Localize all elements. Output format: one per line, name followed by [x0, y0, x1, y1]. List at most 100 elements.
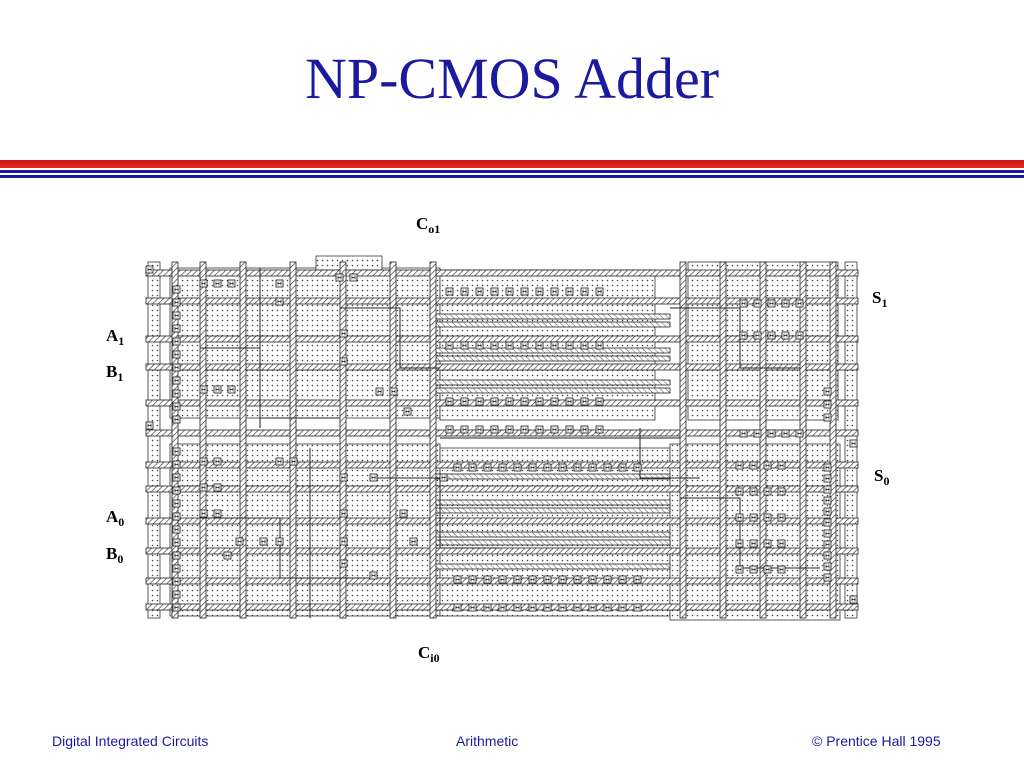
contact — [735, 513, 744, 522]
contact — [823, 387, 832, 396]
contact — [199, 385, 208, 394]
contact — [453, 575, 462, 584]
contact — [483, 603, 492, 612]
metal-rail — [145, 363, 859, 371]
contact — [172, 564, 181, 573]
contact — [445, 287, 454, 296]
metal-strap — [199, 261, 207, 619]
contact — [777, 539, 786, 548]
contact — [445, 425, 454, 434]
contact — [172, 447, 181, 456]
contact — [781, 331, 790, 340]
contact — [227, 279, 236, 288]
contact — [172, 512, 181, 521]
contact — [535, 397, 544, 406]
contact — [172, 486, 181, 495]
contact — [633, 603, 642, 612]
contact — [339, 329, 348, 338]
metal-strap — [679, 261, 687, 619]
contact — [468, 575, 477, 584]
contact — [199, 279, 208, 288]
contact — [580, 287, 589, 296]
contact — [172, 311, 181, 320]
contact — [505, 397, 514, 406]
contact — [172, 402, 181, 411]
contact — [565, 397, 574, 406]
contact — [633, 575, 642, 584]
contact — [275, 297, 284, 306]
contact — [172, 603, 181, 612]
poly-wire — [200, 517, 370, 579]
contact — [339, 559, 348, 568]
contact — [603, 575, 612, 584]
contact — [213, 483, 222, 492]
contact — [735, 461, 744, 470]
contact — [468, 463, 477, 472]
contact — [227, 385, 236, 394]
contact — [460, 397, 469, 406]
contact — [513, 603, 522, 612]
contact — [588, 603, 597, 612]
adder-layout-diagram — [145, 255, 859, 621]
contact — [172, 577, 181, 586]
contact — [520, 287, 529, 296]
metal-strap — [289, 261, 297, 619]
contact — [460, 287, 469, 296]
contact — [172, 363, 181, 372]
contact — [483, 463, 492, 472]
metal-rail — [145, 429, 859, 437]
contact — [550, 425, 559, 434]
contact — [439, 473, 448, 482]
metal-bus — [429, 507, 671, 514]
contact — [235, 537, 244, 546]
diffusion-strip — [147, 261, 161, 619]
contact — [289, 457, 298, 466]
contact — [490, 397, 499, 406]
contact — [172, 415, 181, 424]
pin-label-ci0: Ci0 — [418, 643, 440, 665]
pin-label-s0: S0 — [874, 466, 890, 488]
metal-strap — [719, 261, 727, 619]
contact — [595, 341, 604, 350]
metal-strap — [239, 261, 247, 619]
contact — [781, 299, 790, 308]
contact — [603, 603, 612, 612]
contact — [172, 324, 181, 333]
contact — [475, 287, 484, 296]
contact — [777, 461, 786, 470]
contact — [777, 565, 786, 574]
contact — [275, 537, 284, 546]
contact — [403, 407, 412, 416]
pin-label-s1: S1 — [872, 288, 888, 310]
contact — [172, 525, 181, 534]
contact — [823, 562, 832, 571]
contact — [468, 603, 477, 612]
poly-wire — [340, 307, 440, 369]
contact — [535, 425, 544, 434]
contact — [595, 287, 604, 296]
metal-bus — [429, 531, 671, 538]
contact — [199, 509, 208, 518]
slide-title: NP-CMOS Adder — [304, 46, 720, 111]
contact — [749, 513, 758, 522]
diffusion-region — [439, 269, 656, 421]
contact — [573, 603, 582, 612]
contact — [172, 337, 181, 346]
contact — [339, 357, 348, 366]
contact — [369, 473, 378, 482]
contact — [145, 421, 154, 430]
contact — [735, 487, 744, 496]
metal-rail — [145, 335, 859, 343]
contact — [445, 341, 454, 350]
metal-bus — [429, 387, 671, 394]
contact — [739, 429, 748, 438]
contact — [453, 463, 462, 472]
contact — [528, 575, 537, 584]
contact — [535, 341, 544, 350]
contact — [543, 463, 552, 472]
contact — [823, 507, 832, 516]
contact — [339, 537, 348, 546]
contact — [573, 463, 582, 472]
metal-strap — [829, 261, 837, 619]
metal-bus — [429, 379, 671, 386]
